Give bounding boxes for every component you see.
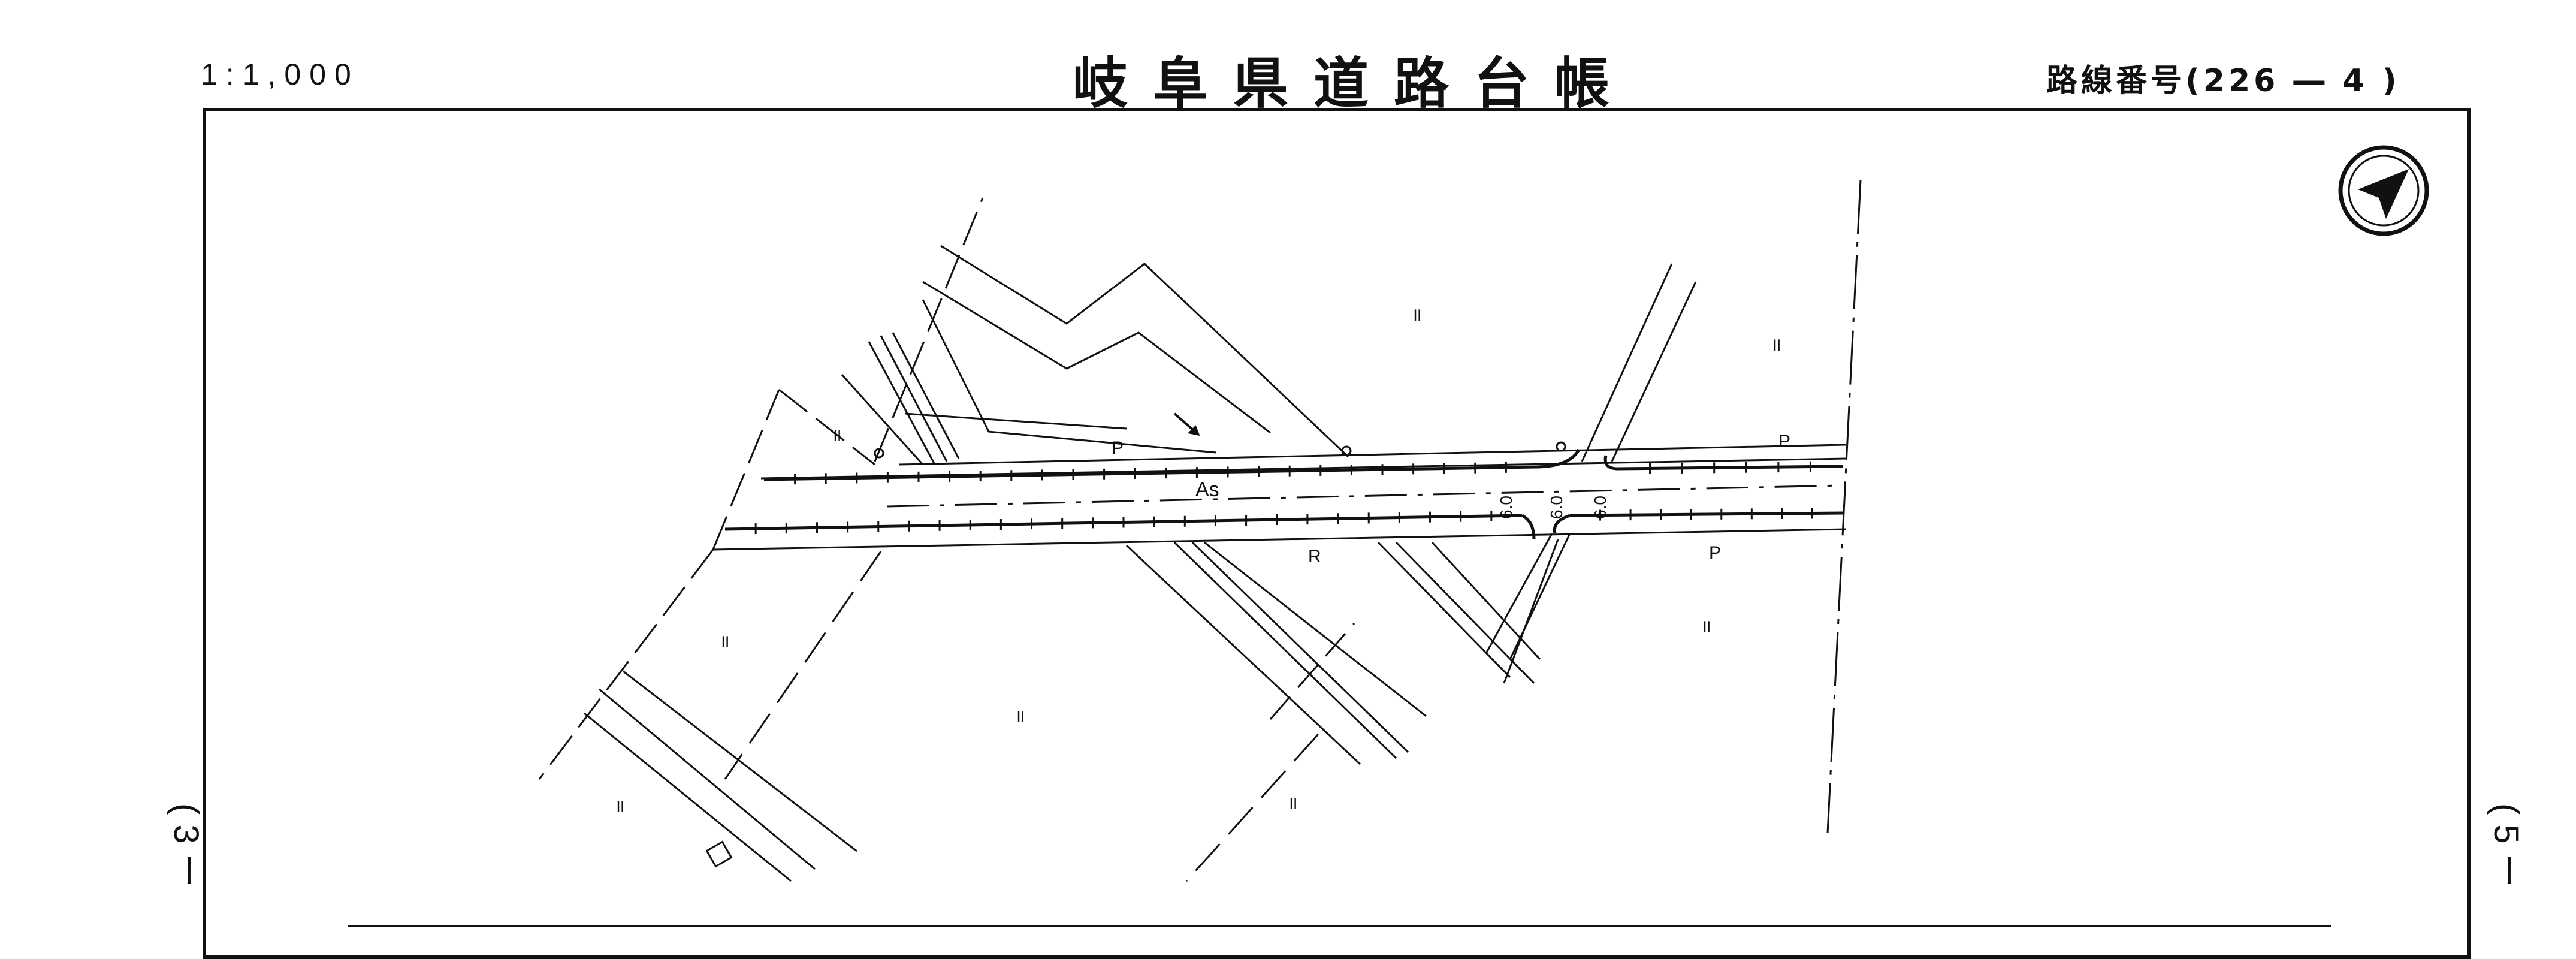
side-road-edge xyxy=(1509,533,1571,660)
route-prefix: 路線番号( xyxy=(2046,63,2203,99)
waterway-line xyxy=(1125,544,1361,765)
waterway-line xyxy=(1377,541,1511,678)
parcel-line xyxy=(922,281,1271,434)
boundary-line xyxy=(1269,623,1355,720)
land-mark: ॥ xyxy=(1014,707,1025,726)
waterway-line xyxy=(880,335,948,462)
curb-line-north xyxy=(763,465,1538,481)
waterway-line xyxy=(1431,541,1541,661)
previous-sheet-ref: ( 3 ー xyxy=(167,803,206,888)
boundary-line xyxy=(1185,733,1319,882)
building-icon xyxy=(705,840,733,868)
route-number-label: 路線番号(226 ― 4 ) xyxy=(2046,55,2400,100)
boundary-line xyxy=(778,388,875,466)
lower-road-edge xyxy=(623,670,857,852)
utility-pole-icon xyxy=(874,448,884,459)
land-mark: ॥ xyxy=(831,426,842,445)
boundary-line xyxy=(712,389,780,550)
label-p: P xyxy=(1112,438,1124,458)
boundary-line xyxy=(874,197,984,462)
side-road-edge xyxy=(1503,539,1559,684)
side-road-edge xyxy=(1485,533,1553,654)
parcel-line xyxy=(904,412,1127,430)
side-road-edge xyxy=(1581,263,1673,462)
route-suffix: ) xyxy=(2382,63,2400,99)
pavement-label: As xyxy=(1195,478,1219,501)
waterway-line xyxy=(841,373,924,466)
label-p: P xyxy=(1709,543,1721,563)
waterway-line xyxy=(1395,541,1535,684)
page-title: 岐阜県道路台帳 xyxy=(1073,52,1635,116)
direction-arrow-head-icon xyxy=(1187,425,1200,436)
road-edge-south xyxy=(712,528,1846,551)
lower-road-edge xyxy=(584,712,792,882)
land-mark: ॥ xyxy=(1411,305,1422,325)
route-number: 226 ― 4 xyxy=(2203,63,2368,99)
waterway-line xyxy=(892,332,960,459)
boundary-line xyxy=(1826,179,1862,834)
width-label: 6.0 xyxy=(1497,496,1515,519)
parcel-line-north xyxy=(898,444,1846,466)
boundary-line xyxy=(538,549,714,780)
land-mark: ॥ xyxy=(719,632,730,652)
land-mark: ॥ xyxy=(1701,617,1711,637)
waterway-line xyxy=(1191,541,1409,753)
land-mark: ॥ xyxy=(1287,794,1298,813)
curb-return xyxy=(1521,514,1536,540)
land-mark: ॥ xyxy=(614,797,625,816)
utility-pole-icon xyxy=(1341,445,1352,456)
width-label: 6.0 xyxy=(1547,496,1566,519)
road-edge-north xyxy=(760,457,1846,480)
boundary-line xyxy=(724,551,882,780)
side-road-edge xyxy=(1611,281,1697,462)
curb-line-north-east xyxy=(1617,465,1843,471)
waterway-line xyxy=(868,341,936,465)
curb-return xyxy=(1536,448,1581,469)
north-arrow-icon xyxy=(2338,145,2429,236)
curb-return xyxy=(1603,455,1618,471)
label-p: P xyxy=(1778,432,1790,451)
land-mark: ॥ xyxy=(1771,335,1781,355)
label-r: R xyxy=(1308,547,1321,566)
parcel-line xyxy=(940,245,1349,458)
curb-return xyxy=(1553,514,1571,534)
parcel-line xyxy=(922,299,1217,454)
waterway-line xyxy=(1173,541,1397,759)
curb-ticks xyxy=(754,461,1813,535)
road-centerline xyxy=(886,484,1840,508)
curb-line-south-east xyxy=(1569,511,1843,517)
lower-road-edge xyxy=(599,688,816,870)
waterway-line xyxy=(1204,541,1427,717)
next-sheet-ref: ( 5 ー xyxy=(2487,803,2526,888)
width-label: 6.0 xyxy=(1591,496,1609,519)
utility-pole-icon xyxy=(1556,441,1566,452)
map-scale: 1:1,000 xyxy=(201,58,360,91)
